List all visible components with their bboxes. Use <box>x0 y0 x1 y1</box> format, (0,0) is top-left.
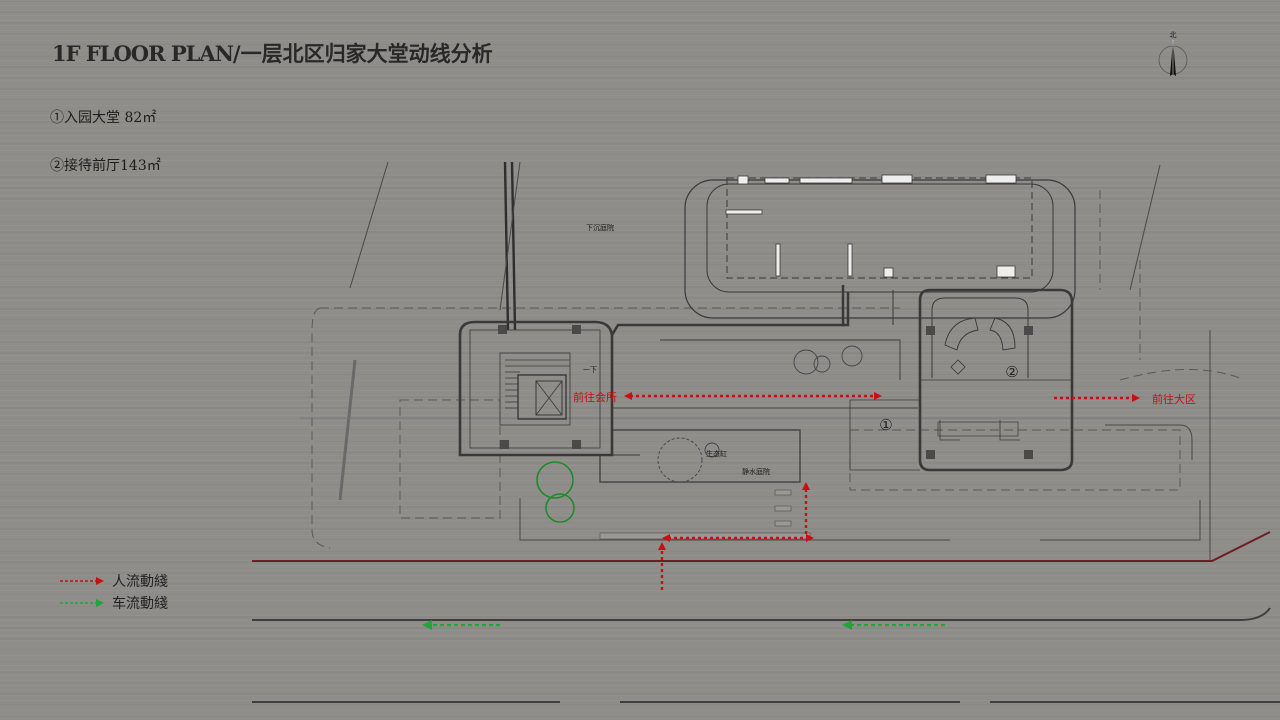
area-item-entrance-lobby: ①入园大堂 82㎡ <box>50 110 157 126</box>
legend: 人流動綫 车流動綫 <box>60 570 168 614</box>
label-to-main-zone: 前往大区 <box>1152 392 1196 406</box>
title-chinese: 一层北区归家大堂动线分析 <box>240 41 493 66</box>
north-compass-icon: 北 <box>1158 31 1188 76</box>
green-tree-circles <box>536 461 575 523</box>
compass-label: 北 <box>1170 31 1177 39</box>
title-english: 1F FLOOR PLAN <box>52 41 234 66</box>
site-boundary <box>311 190 1241 549</box>
label-stair-down: 一下 <box>583 366 597 374</box>
legend-vehicle-flow: 车流動綫 <box>60 592 168 614</box>
roads <box>252 531 1280 703</box>
marker-entrance-lobby: ① <box>879 416 892 434</box>
label-ecology-pool: 生态缸 <box>706 449 727 458</box>
reception-hall-building <box>849 288 1074 472</box>
vehicle-flow-line-icon <box>60 599 104 607</box>
steps <box>599 489 811 540</box>
entrance-lobby-building <box>458 320 901 483</box>
pedestrian-flow <box>624 392 1140 590</box>
legend-pedestrian-label: 人流動綫 <box>112 574 168 590</box>
marker-reception-hall: ② <box>1005 363 1018 381</box>
sunken-courtyard-block <box>684 174 1076 327</box>
label-sunken-courtyard: 下沉庭院 <box>586 223 614 232</box>
title-separator: / <box>232 41 241 66</box>
area-item-reception-hall: ②接待前厅143㎡ <box>50 158 161 174</box>
label-to-clubhouse: 前往会所 <box>573 390 617 404</box>
page-title: 1F FLOOR PLAN/一层北区归家大堂动线分析 <box>52 38 493 68</box>
pedestrian-flow-line-icon <box>60 577 104 585</box>
background-linework <box>300 161 1280 560</box>
legend-vehicle-label: 车流動綫 <box>112 596 168 612</box>
label-still-water-courtyard: 静水庭院 <box>742 467 770 476</box>
area-list: ①入园大堂 82㎡ ②接待前厅143㎡ <box>50 108 161 204</box>
stem-wall <box>503 161 517 331</box>
legend-pedestrian-flow: 人流動綫 <box>60 570 168 592</box>
tree-symbols <box>657 345 863 483</box>
